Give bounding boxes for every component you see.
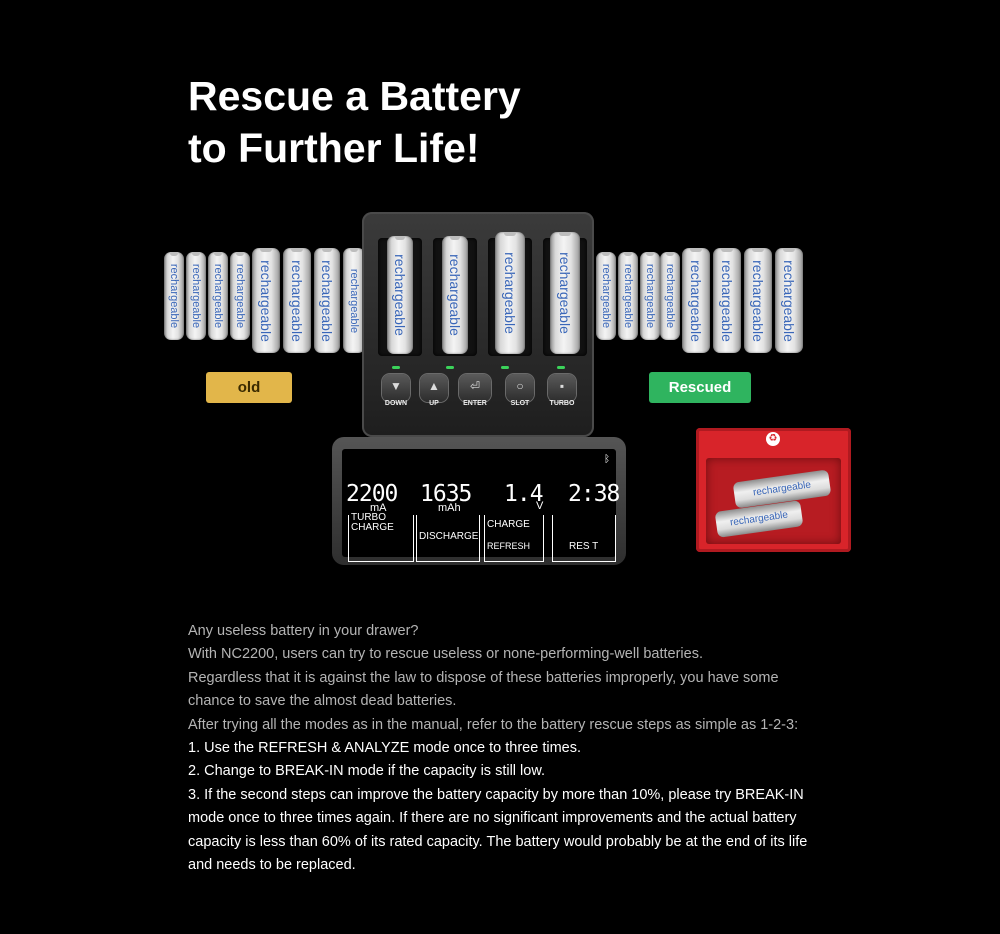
up-triangle-icon: ▲ [428,379,440,393]
up-label: UP [429,400,439,407]
old-battery: rechargeable [252,248,280,353]
old-battery: rechargeable [343,248,365,353]
old-battery: rechargeable [208,252,228,340]
enter-icon: ⏎ [469,379,481,393]
up-button[interactable]: ▲ [420,374,448,402]
enter-button[interactable]: ⏎ [459,374,491,402]
lcd-screen: ᛒ 2200 mA 1635 mAh 1.4 V 2:38 TURBO CHAR… [342,449,620,562]
slot-led [557,366,565,369]
turbo-icon: ▪ [559,379,565,393]
slot-button[interactable]: ○ [506,374,534,402]
rescued-battery: rechargeable [596,252,616,340]
page-title: Rescue a Battery to Further Life! [188,70,521,174]
current-unit: mA [370,502,387,514]
down-triangle-icon: ▼ [390,379,402,393]
mode-charge: CHARGE REFRESH [484,515,544,562]
recycle-icon: ♻ [766,432,780,446]
enter-label: ENTER [463,400,487,407]
intro-line: With NC2200, users can try to rescue use… [188,646,703,663]
rescued-battery: rechargeable [640,252,660,340]
circle-icon: ○ [516,379,524,393]
rescued-battery: rechargeable [682,248,710,353]
old-battery: rechargeable [164,252,184,340]
slot-label: SLOT [510,400,530,407]
rescued-battery: rechargeable [618,252,638,340]
rescued-tag: Rescued [649,372,751,403]
charging-battery: rechargeable [442,236,468,354]
mode-turbo-charge: TURBO CHARGE [348,513,414,562]
intro-line: Regardless that it is against the law to… [188,669,779,710]
charging-battery: rechargeable [495,232,525,354]
old-battery: rechargeable [283,248,311,353]
old-battery: rechargeable [186,252,206,340]
rescue-step: 1. Use the REFRESH & ANALYZE mode once t… [188,740,582,757]
rescue-step: 2. Change to BREAK-IN mode if the capaci… [188,763,546,780]
slot-led [446,366,454,369]
slot-led [392,366,400,369]
rescued-battery: rechargeable [744,248,772,353]
turbo-label: TURBO [549,400,575,407]
voltage-readout: 1.4 [504,481,544,507]
old-battery: rechargeable [230,252,250,340]
time-readout: 2:38 [568,481,620,507]
old-tag: old [206,372,292,403]
article-body: Any useless battery in your drawer? With… [188,620,808,877]
voltage-unit: V [536,500,544,512]
rescued-battery: rechargeable [713,248,741,353]
rescue-step: 3. If the second steps can improve the b… [188,786,808,874]
turbo-button[interactable]: ▪ [548,374,576,402]
recycle-bin: ♻ rechargeable rechargeable [696,428,851,552]
slot-led [501,366,509,369]
mode-discharge: DISCHARGE [416,515,480,562]
mode-test: RES T [552,515,616,562]
current-readout: 2200 [346,481,398,507]
lcd-display: ᛒ 2200 mA 1635 mAh 1.4 V 2:38 TURBO CHAR… [332,437,626,565]
capacity-readout: 1635 [420,481,472,507]
capacity-unit: mAh [438,502,461,514]
down-button[interactable]: ▼ [382,374,410,402]
rescued-battery: rechargeable [660,252,680,340]
intro-line: Any useless battery in your drawer? [188,623,419,639]
charger-control-panel: ▼ ▲ ⏎ ○ ▪ DOWN UP ENTER SLOT TURBO [377,356,585,414]
charging-battery: rechargeable [387,236,413,354]
down-label: DOWN [384,400,408,407]
title-line-1: Rescue a Battery [188,73,521,119]
bluetooth-icon: ᛒ [604,454,610,465]
intro-line: After trying all the modes as in the man… [188,716,799,733]
title-line-2: to Further Life! [188,125,480,171]
old-battery: rechargeable [314,248,340,353]
rescued-battery: rechargeable [775,248,803,353]
charging-battery: rechargeable [550,232,580,354]
